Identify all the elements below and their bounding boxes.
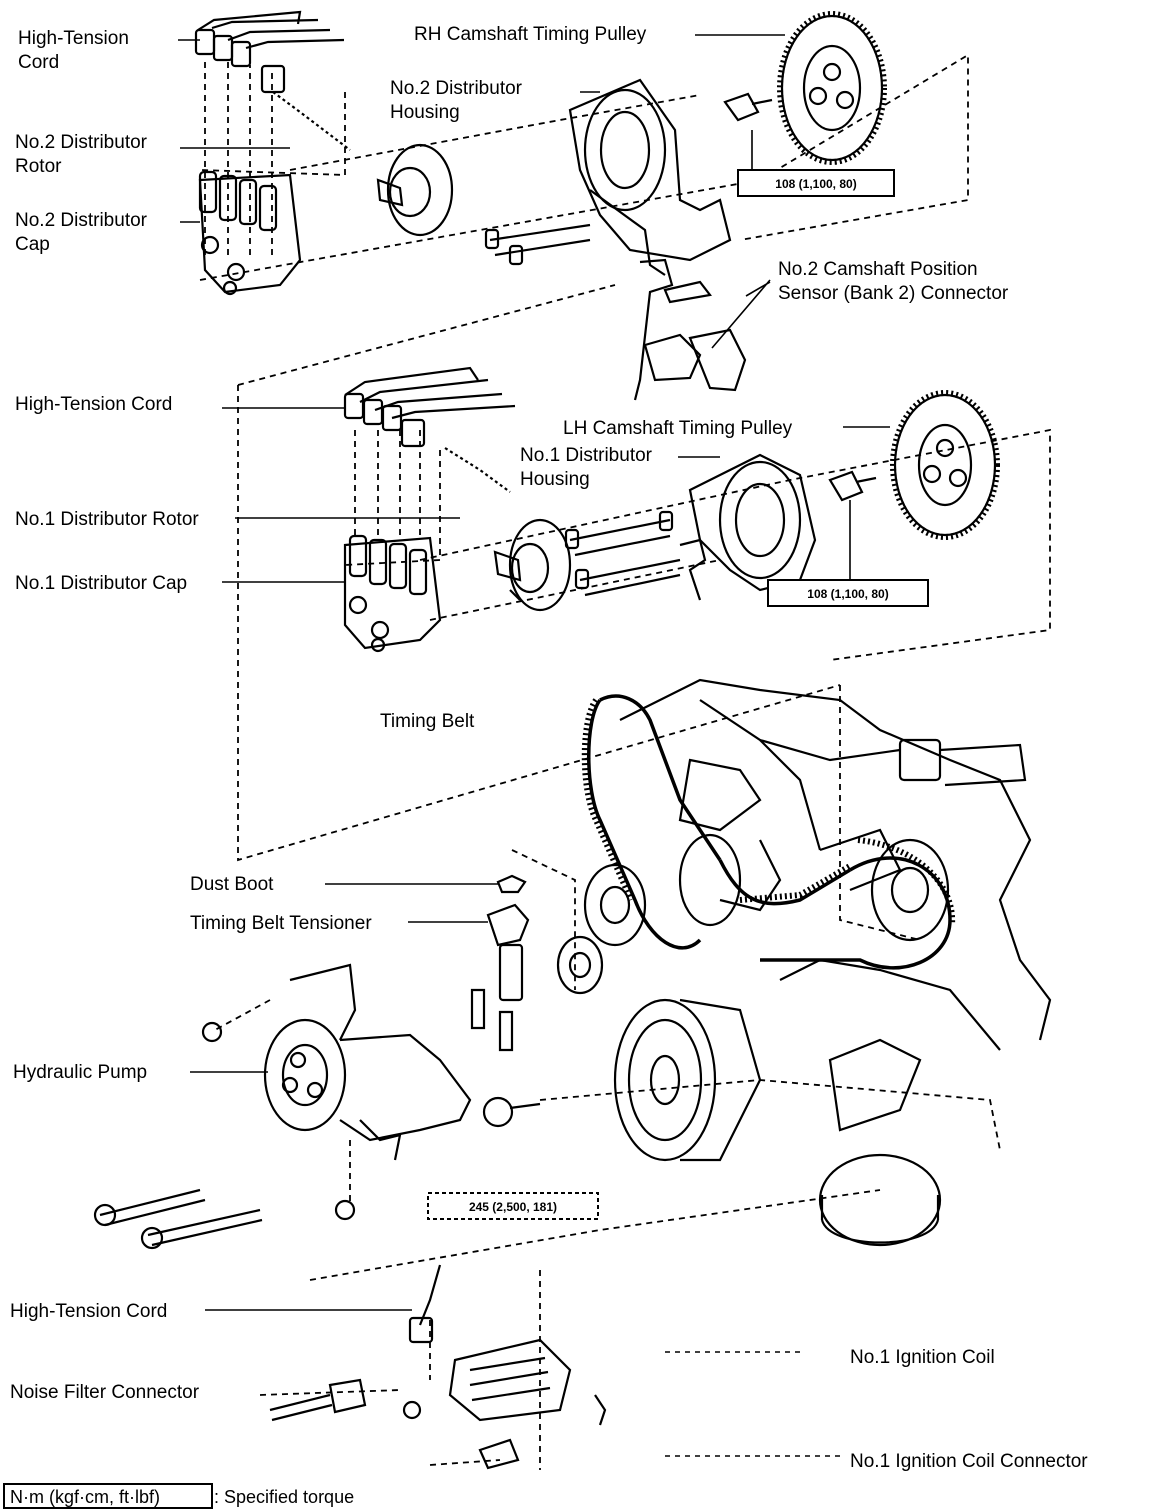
label-timing-belt: Timing Belt <box>380 711 475 732</box>
timing-belt-tensioner-drawing <box>470 903 530 1052</box>
torque-box-rh: 108 (1,100, 80) <box>737 169 895 197</box>
label-ht-cord-bottom: High-Tension Cord <box>10 1301 167 1322</box>
lh-camshaft-pulley-drawing <box>828 390 1000 540</box>
hydraulic-pump-drawing <box>93 963 541 1250</box>
legend-unit: N·m (kgf·cm, ft·lbf) <box>10 1487 160 1507</box>
label-no2-housing-2: Housing <box>390 102 460 123</box>
legend-text: : Specified torque <box>214 1487 354 1507</box>
label-no2-housing-1: No.2 Distributor <box>390 78 523 99</box>
label-ht-cord-mid: High-Tension Cord <box>15 394 172 415</box>
torque-box-lh: 108 (1,100, 80) <box>767 579 929 607</box>
label-no1-housing-2: Housing <box>520 469 590 490</box>
label-ht-cord-top-2: Cord <box>18 52 59 73</box>
oil-filter-drawing <box>818 1153 942 1247</box>
torque-rh: 108 (1,100, 80) <box>775 177 856 191</box>
coil-connector-drawing <box>478 1438 520 1470</box>
no2-distributor-rotor-drawing <box>376 143 454 237</box>
no2-sensor-connector-drawing <box>643 328 747 392</box>
label-no1-rotor: No.1 Distributor Rotor <box>15 509 199 530</box>
label-no1-housing-1: No.1 Distributor <box>520 445 653 466</box>
label-no2-rotor-1: No.2 Distributor <box>15 132 148 153</box>
label-no2-rotor-2: Rotor <box>15 156 62 177</box>
idler-pulleys-drawing <box>556 838 950 995</box>
timing-belt-drawing <box>581 694 956 970</box>
crankshaft-pulley-drawing <box>613 998 762 1162</box>
no1-distributor-rotor-drawing <box>493 518 572 612</box>
label-dust-boot: Dust Boot <box>190 874 274 895</box>
label-ignition-coil: No.1 Ignition Coil <box>850 1347 995 1368</box>
dashed-guides <box>199 53 1051 1470</box>
torque-box-pump: 245 (2,500, 181) <box>427 1192 599 1220</box>
label-rh-pulley: RH Camshaft Timing Pulley <box>414 24 647 45</box>
label-no1-cap: No.1 Distributor Cap <box>15 573 187 594</box>
torque-pump: 245 (2,500, 181) <box>469 1200 557 1214</box>
torque-legend: N·m (kgf·cm, ft·lbf) : Specified torque <box>3 1483 354 1509</box>
label-noise-filter: Noise Filter Connector <box>10 1382 200 1403</box>
no1-high-tension-cord-drawing <box>343 366 516 493</box>
label-no2-cap-1: No.2 Distributor <box>15 210 148 231</box>
torque-lh: 108 (1,100, 80) <box>807 587 888 601</box>
no2-distributor-housing-drawing <box>484 78 732 401</box>
noise-filter-drawing <box>269 1378 367 1422</box>
no2-distributor-cap-drawing <box>198 170 302 296</box>
no1-distributor-cap-drawing <box>343 534 442 653</box>
label-hydraulic-pump: Hydraulic Pump <box>13 1062 147 1083</box>
label-no2-cap-2: Cap <box>15 234 50 255</box>
rh-camshaft-pulley-drawing <box>723 11 887 165</box>
engine-block-drawing <box>619 678 1052 1132</box>
label-tensioner: Timing Belt Tensioner <box>190 913 372 934</box>
label-no2-sensor-2: Sensor (Bank 2) Connector <box>778 283 1009 304</box>
leader-lines <box>178 34 890 1457</box>
no1-distributor-housing-drawing <box>564 453 817 601</box>
label-ignition-coil-connector: No.1 Ignition Coil Connector <box>850 1451 1088 1472</box>
dust-boot-drawing <box>496 874 527 894</box>
label-no2-sensor-1: No.2 Camshaft Position <box>778 259 978 280</box>
no2-high-tension-cord-drawing <box>194 10 351 151</box>
label-ht-cord-top-1: High-Tension <box>18 28 129 49</box>
label-lh-pulley: LH Camshaft Timing Pulley <box>563 418 793 439</box>
ignition-coil-drawing <box>402 1264 607 1426</box>
